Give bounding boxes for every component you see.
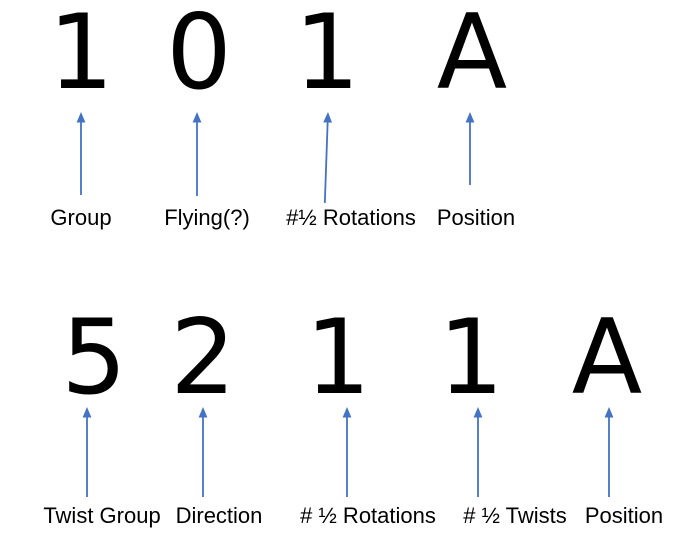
code2-label-position: Position [584,503,664,528]
code1-label-flying: Flying(?) [164,205,250,230]
code1-label-rotations: #½ Rotations [286,205,416,230]
up-arrow-icon [342,407,352,497]
code1-char-rotations: 1 [294,0,360,113]
code2-char-twist-group: 5 [61,298,127,418]
code1-char-position: A [436,0,508,113]
up-arrow-icon [604,407,614,497]
code1-char-group: 1 [48,0,114,113]
up-arrow-icon [198,407,208,497]
code2-char-rotations: 1 [305,298,371,418]
code2-label-twist-group: Twist Group [43,503,161,528]
code2-char-direction: 2 [170,298,236,418]
up-arrow-icon [465,112,475,185]
code2-char-position: A [571,298,643,418]
code2-label-rotations: # ½ Rotations [300,503,436,528]
up-arrow-icon [323,112,333,203]
code1-char-flying: 0 [166,0,232,113]
code1-label-position: Position [436,205,516,230]
code1-label-group: Group [50,205,112,230]
up-arrow-icon [76,112,86,195]
code2-label-twists: # ½ Twists [463,503,567,528]
up-arrow-icon [82,407,92,497]
up-arrow-icon [473,407,483,497]
up-arrow-icon [192,112,202,196]
code2-label-direction: Direction [175,503,263,528]
code2-char-twists: 1 [438,298,504,418]
